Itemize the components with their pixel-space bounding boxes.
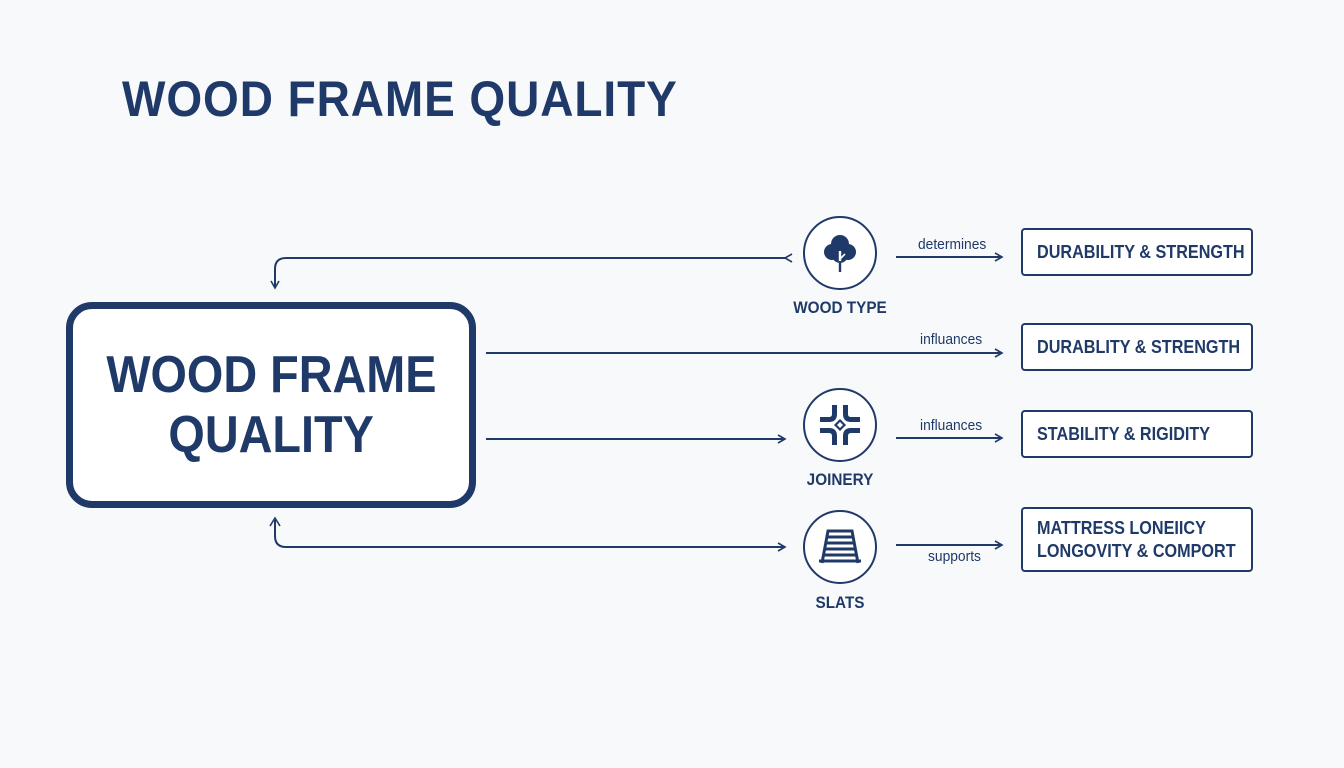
edge-label-supports: supports	[928, 548, 981, 565]
node-label-slats: SLATS	[815, 593, 865, 612]
connector-main-to-wood-type	[270, 253, 793, 290]
result-text: STABILITY & RIGIDITY	[1037, 423, 1211, 444]
result-box-stability-rigidity: STABILITY & RIGIDITY	[1021, 410, 1253, 458]
joint-icon	[820, 405, 860, 445]
result-box-durability-strength: DURABILITY & STRENGTH	[1021, 228, 1253, 276]
main-box-line-1: WOOD FRAME	[105, 346, 437, 404]
node-label-joinery: JOINERY	[806, 470, 874, 489]
node-label-wood-type: WOOD TYPE	[793, 298, 887, 317]
edge-label-influances-main: influances	[920, 331, 983, 348]
result-text: DURABILITY & STRENGTH	[1037, 241, 1245, 262]
result-box-durablity-strength: DURABLITY & STRENGTH	[1021, 323, 1253, 371]
edge-label-influances-joinery: influances	[920, 417, 983, 434]
tree-icon	[824, 235, 856, 272]
connector-main-to-slats	[274, 520, 787, 552]
result-text: DURABLITY & STRENGTH	[1037, 336, 1241, 357]
node-slats	[803, 510, 877, 584]
main-box-wood-frame-quality: WOOD FRAME QUALITY	[66, 302, 476, 508]
result-text-line-2: LONGOVITY & COMPORT	[1037, 540, 1236, 561]
result-box-mattress-longevity: MATTRESS LONEIICY LONGOVITY & COMPORT	[1021, 507, 1253, 572]
main-box-line-2: QUALITY	[168, 406, 374, 464]
edge-label-determines: determines	[918, 236, 987, 253]
page-title: WOOD FRAME QUALITY	[122, 71, 678, 127]
node-wood-type	[803, 216, 877, 290]
node-joinery	[803, 388, 877, 462]
slats-icon	[819, 529, 861, 564]
result-text-line-1: MATTRESS LONEIICY	[1037, 517, 1206, 538]
